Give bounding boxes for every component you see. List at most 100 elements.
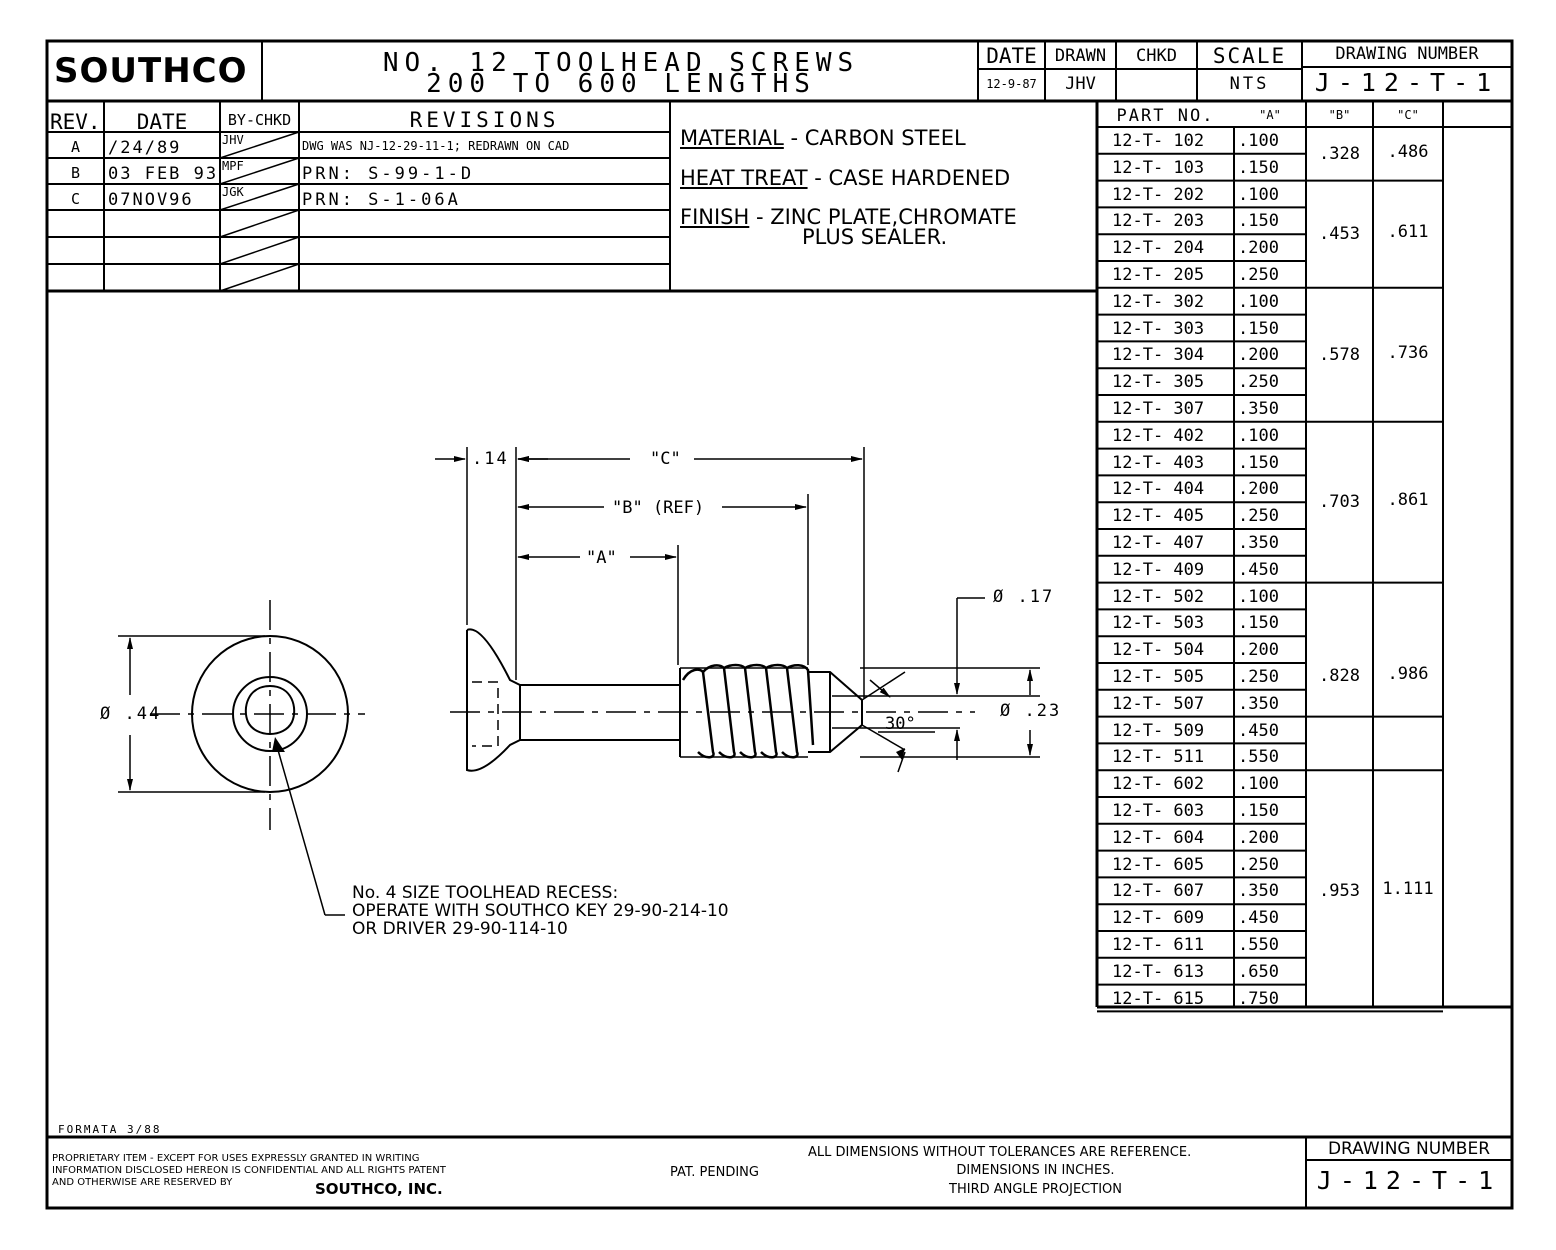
finish-value: - ZINC PLATE,CHROMATE bbox=[749, 205, 1017, 229]
rev-header: REV. bbox=[50, 110, 101, 134]
a-dimension-cell: .250 bbox=[1238, 265, 1279, 285]
revision-by: MPF bbox=[222, 159, 244, 173]
part-number-cell: 12-T- 402 bbox=[1112, 425, 1205, 446]
part-number-cell: 12-T- 603 bbox=[1112, 801, 1205, 821]
a-dimension-cell: .550 bbox=[1238, 935, 1279, 955]
footer-drawing-number-value: J-12-T-1 bbox=[1316, 1166, 1502, 1195]
a-dimension-cell: .150 bbox=[1238, 452, 1279, 473]
format-code: FORMATA 3/88 bbox=[58, 1123, 162, 1136]
a-dimension-cell: .650 bbox=[1238, 961, 1279, 982]
recess-note-line1: No. 4 SIZE TOOLHEAD RECESS: bbox=[352, 883, 619, 903]
revision-date: 07NOV96 bbox=[108, 190, 194, 210]
part-number-cell: 12-T- 609 bbox=[1112, 908, 1205, 929]
heat-treat-value: - CASE HARDENED bbox=[807, 166, 1011, 190]
revision-description: PRN: S-99-1-D bbox=[302, 164, 475, 184]
revision-description: PRN: S-1-06A bbox=[302, 190, 461, 210]
company-name: SOUTHCO, INC. bbox=[315, 1180, 443, 1198]
dims-note-line3: THIRD ANGLE PROJECTION bbox=[949, 1182, 1122, 1197]
finish-note-line2: PLUS SEALER. bbox=[802, 225, 948, 249]
part-no-header: PART NO. bbox=[1116, 106, 1215, 126]
a-dimension-cell: .350 bbox=[1238, 533, 1279, 553]
a-dimension-cell: .450 bbox=[1238, 559, 1279, 580]
a-dimension-cell: .350 bbox=[1238, 693, 1279, 714]
b-dimension-cell: .453 bbox=[1319, 224, 1360, 245]
part-number-cell: 12-T- 302 bbox=[1112, 291, 1205, 312]
thread-diameter-dim: Ø .23 bbox=[1000, 701, 1062, 721]
part-number-cell: 12-T- 604 bbox=[1112, 827, 1205, 848]
material-note: MATERIAL - CARBON STEEL bbox=[680, 128, 966, 149]
part-number-cell: 12-T- 403 bbox=[1112, 452, 1205, 473]
drawing-title-line2: 200 TO 600 LENGTHS bbox=[426, 69, 816, 99]
part-number-cell: 12-T- 304 bbox=[1112, 345, 1205, 366]
part-number-cell: 12-T- 509 bbox=[1112, 720, 1205, 741]
southco-logo: SOUTHCO bbox=[54, 51, 248, 91]
a-dimension-cell: .150 bbox=[1238, 801, 1279, 821]
part-number-cell: 12-T- 405 bbox=[1112, 506, 1205, 527]
dim-a-label: "A" bbox=[586, 548, 617, 568]
part-number-cell: 12-T- 202 bbox=[1112, 184, 1205, 205]
a-dimension-cell: .150 bbox=[1238, 211, 1279, 232]
part-number-cell: 12-T- 511 bbox=[1112, 747, 1205, 768]
recess-note-line3: OR DRIVER 29-90-114-10 bbox=[352, 919, 568, 939]
chkd-label: CHKD bbox=[1136, 46, 1177, 66]
drawing-number-label: DRAWING NUMBER bbox=[1335, 44, 1479, 64]
part-number-cell: 12-T- 204 bbox=[1112, 238, 1205, 259]
a-dimension-cell: .200 bbox=[1238, 238, 1279, 259]
part-number-cell: 12-T- 305 bbox=[1112, 372, 1205, 393]
heat-treat-note: HEAT TREAT - CASE HARDENED bbox=[680, 168, 1010, 189]
a-dimension-cell: .750 bbox=[1238, 988, 1279, 1009]
a-dimension-cell: .550 bbox=[1238, 747, 1279, 768]
finish-label: FINISH bbox=[680, 205, 750, 229]
by-chkd-header: BY-CHKD bbox=[227, 111, 292, 129]
revision-letter: A bbox=[70, 138, 81, 156]
part-number-cell: 12-T- 615 bbox=[1112, 988, 1205, 1009]
part-number-cell: 12-T- 203 bbox=[1112, 211, 1205, 232]
head-thickness-dim: .14 bbox=[472, 449, 509, 469]
c-dimension-cell: .861 bbox=[1387, 490, 1429, 511]
part-number-cell: 12-T- 303 bbox=[1112, 318, 1205, 339]
drawn-label: DRAWN bbox=[1054, 46, 1107, 66]
a-dimension-cell: .100 bbox=[1238, 184, 1279, 205]
dims-note-line1: ALL DIMENSIONS WITHOUT TOLERANCES ARE RE… bbox=[808, 1145, 1192, 1160]
c-dimension-cell: .986 bbox=[1387, 664, 1429, 685]
scale-label: SCALE bbox=[1212, 44, 1287, 68]
revision-date: 03 FEB 93 bbox=[108, 164, 219, 184]
a-header: "A" bbox=[1259, 108, 1281, 122]
a-dimension-cell: .200 bbox=[1238, 479, 1279, 500]
revision-by: JHV bbox=[222, 133, 244, 147]
a-dimension-cell: .350 bbox=[1238, 881, 1279, 902]
part-number-cell: 12-T- 607 bbox=[1112, 881, 1205, 902]
part-number-cell: 12-T- 602 bbox=[1112, 774, 1205, 795]
date-value: 12-9-87 bbox=[986, 77, 1037, 91]
part-number-cell: 12-T- 507 bbox=[1112, 693, 1205, 714]
rev-date-header: DATE bbox=[136, 110, 188, 134]
a-dimension-cell: .150 bbox=[1238, 157, 1279, 178]
a-dimension-cell: .100 bbox=[1238, 425, 1279, 446]
part-number-cell: 12-T- 613 bbox=[1112, 961, 1205, 982]
heat-treat-label: HEAT TREAT bbox=[680, 166, 808, 190]
part-number-cell: 12-T- 103 bbox=[1112, 157, 1205, 178]
a-dimension-cell: .200 bbox=[1238, 827, 1279, 848]
b-dimension-cell: .703 bbox=[1319, 492, 1360, 513]
head-diameter-dim: Ø .44 bbox=[100, 704, 162, 724]
proprietary-line1: PROPRIETARY ITEM - EXCEPT FOR USES EXPRE… bbox=[52, 1153, 420, 1164]
a-dimension-cell: .350 bbox=[1238, 399, 1279, 419]
material-value: - CARBON STEEL bbox=[783, 126, 966, 150]
a-dimension-cell: .450 bbox=[1238, 908, 1279, 929]
c-dimension-cell: .611 bbox=[1387, 222, 1429, 243]
part-number-cell: 12-T- 205 bbox=[1112, 265, 1205, 285]
a-dimension-cell: .200 bbox=[1238, 345, 1279, 366]
part-number-cell: 12-T- 502 bbox=[1112, 586, 1205, 607]
proprietary-line2: INFORMATION DISCLOSED HEREON IS CONFIDEN… bbox=[52, 1165, 446, 1176]
c-dimension-cell: .486 bbox=[1387, 141, 1429, 162]
a-dimension-cell: .450 bbox=[1238, 720, 1279, 741]
dim-b-label: "B" (REF) bbox=[612, 498, 705, 518]
a-dimension-cell: .100 bbox=[1238, 131, 1279, 151]
revision-letter: C bbox=[70, 190, 81, 208]
a-dimension-cell: .100 bbox=[1238, 291, 1279, 312]
drawn-value: JHV bbox=[1065, 74, 1096, 94]
c-header: "C" bbox=[1397, 108, 1419, 122]
date-label: DATE bbox=[986, 44, 1037, 68]
a-dimension-cell: .200 bbox=[1238, 640, 1279, 661]
